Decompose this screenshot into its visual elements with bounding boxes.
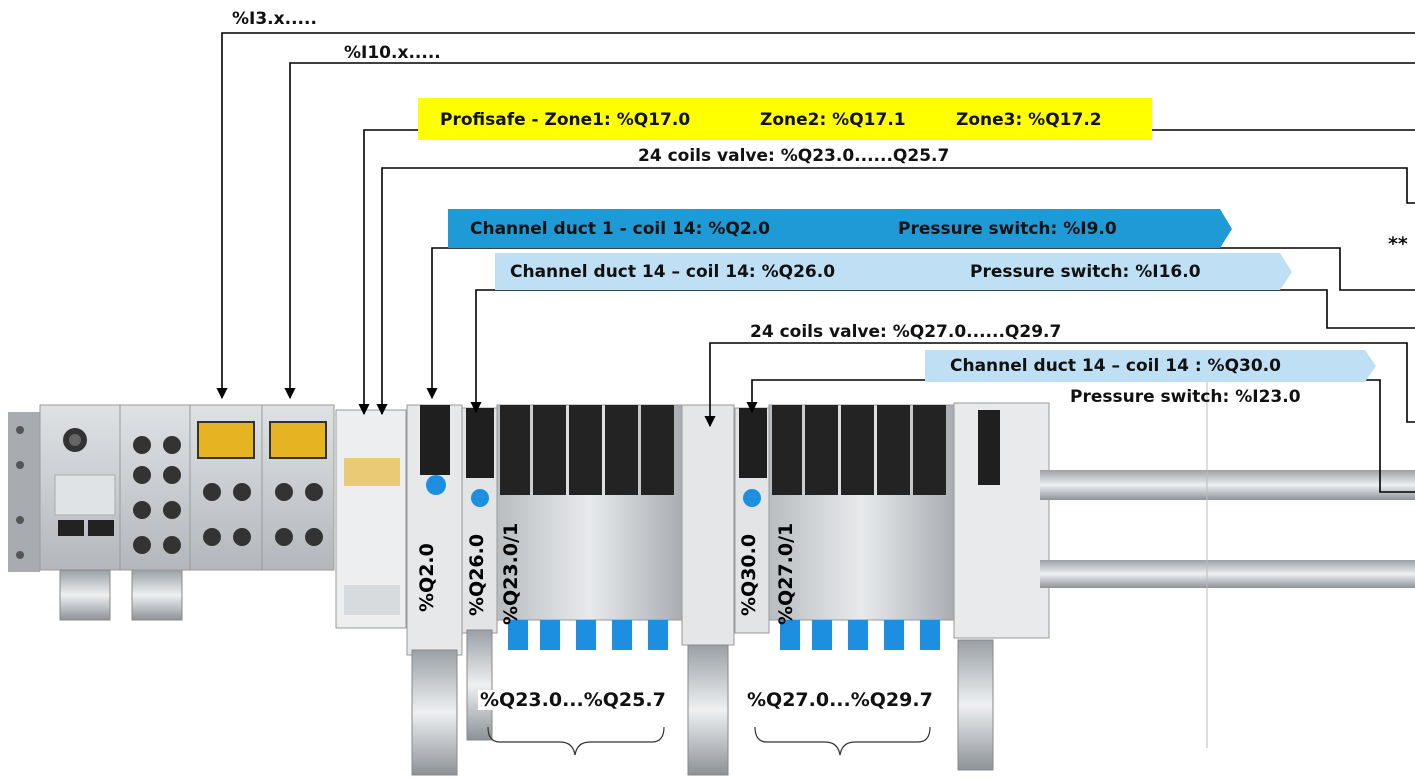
label-duct14b-switch: Pressure switch: %I23.0 <box>1070 387 1301 407</box>
valve-label-q2: %Q2.0 <box>416 543 438 612</box>
line-i3 <box>216 32 1415 400</box>
duct14a-banner <box>495 253 1292 290</box>
label-coils-2: 24 coils valve: %Q27.0......Q29.7 <box>750 322 1062 342</box>
line-duct1 <box>426 247 1415 400</box>
range-label-1: %Q23.0...%Q25.7 <box>478 689 668 711</box>
label-duct1: Channel duct 1 - coil 14: %Q2.0 <box>470 219 770 239</box>
hardware-image <box>8 380 1415 776</box>
line-duct14b <box>746 379 1415 493</box>
range-label-2: %Q27.0...%Q29.7 <box>745 689 935 711</box>
duct14b-banner <box>925 350 1376 382</box>
valve-label-q30: %Q30.0 <box>738 533 760 616</box>
label-i3: %I3.x..... <box>232 9 317 29</box>
valve-label-q26: %Q26.0 <box>466 533 488 616</box>
label-profisafe-zone1: Profisafe - Zone1: %Q17.0 <box>440 110 691 130</box>
label-duct14a-switch: Pressure switch: %I16.0 <box>970 262 1201 282</box>
line-coils-1 <box>376 167 1415 416</box>
label-coils-1: 24 coils valve: %Q23.0......Q25.7 <box>638 146 950 166</box>
callout-lines <box>216 32 1415 493</box>
profisafe-highlight <box>418 98 1152 140</box>
label-profisafe-zone2: Zone2: %Q17.1 <box>760 110 906 130</box>
label-asterisk: ** <box>1388 233 1408 255</box>
line-duct14a <box>470 289 1415 414</box>
valve-label-q23: %Q23.0/1 <box>500 522 522 625</box>
label-i10: %I10.x..... <box>344 43 441 63</box>
line-coils-2 <box>704 342 1415 428</box>
label-duct1-switch: Pressure switch: %I9.0 <box>898 219 1117 239</box>
label-duct14a: Channel duct 14 – coil 14: %Q26.0 <box>510 262 836 282</box>
duct1-banner <box>448 209 1232 248</box>
label-profisafe-zone3: Zone3: %Q17.2 <box>956 110 1102 130</box>
brace-1 <box>487 726 665 756</box>
line-i10 <box>284 62 1415 400</box>
valve-label-q27: %Q27.0/1 <box>775 522 797 625</box>
brace-2 <box>754 726 931 756</box>
label-duct14b: Channel duct 14 – coil 14 : %Q30.0 <box>950 356 1281 376</box>
